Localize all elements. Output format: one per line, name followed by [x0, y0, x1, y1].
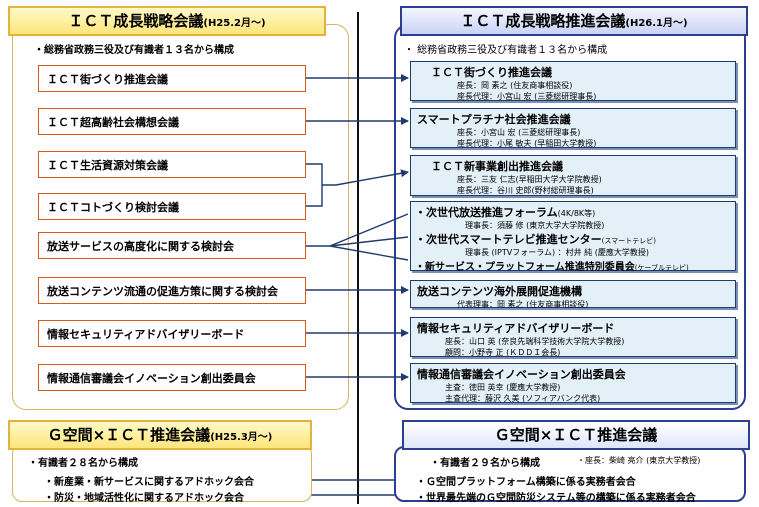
left-header: ＩＣＴ成長戦略会議(H25.2月〜) — [8, 6, 326, 36]
right-forum-cable-suffix: (ケーブルテレビ) — [634, 264, 689, 272]
right-item-security-title: 情報セキュリティアドバイザリーボード — [417, 322, 615, 335]
right-forum-cable-title: ・新サービス・プラットフォーム推進特別委員会 — [415, 262, 635, 273]
right-item-shinjigyo-line2: 座長代理：谷川 史郎(野村総研理事長) — [457, 186, 594, 195]
right-item-security: 情報セキュリティアドバイザリーボード 座長：山口 英 (奈良先端科学技術大学院大… — [410, 317, 736, 357]
bottom-right-chair: ・座長：柴崎 亮介 (東京大学教授) — [577, 456, 701, 465]
bottom-left-header: Ｇ空間×ＩＣＴ推進会議(H25.3月〜) — [8, 420, 312, 450]
left-item-security: 情報セキュリティアドバイザリーボード — [38, 320, 306, 347]
bottom-left-bullet-1: ・新産業・新サービスに関するアドホック会合 — [44, 477, 254, 488]
bottom-right-note: ・有識者２９名から構成 — [430, 458, 540, 469]
right-item-innovation-title: 情報通信審議会イノベーション創出委員会 — [417, 368, 626, 381]
right-forum-smarttv-chair: 理事長 (IPTVフォーラム) ：村井 純 (慶應大学教授) — [465, 248, 649, 257]
right-item-security-line1: 座長：山口 英 (奈良先端科学技術大学院大学教授) — [445, 337, 625, 346]
right-header: ＩＣＴ成長戦略推進会議(H26.1月〜) — [400, 6, 748, 36]
bottom-right-bullet-1: ・Ｇ空間プラットフォーム構築に係る実務者会合 — [416, 477, 636, 488]
right-item-shinjigyo-line1: 座長：三友 仁志(早稲田大学大学院教授) — [457, 175, 602, 184]
right-header-title: ＩＣＴ成長戦略推進会議 — [460, 12, 626, 30]
left-item-broadcast: 放送サービスの高度化に関する検討会 — [38, 232, 306, 259]
right-item-machi-line1: 座長：岡 素之 (住友商事相談役) — [457, 81, 573, 90]
right-item-kaigai-line1: 代表理事：岡 素之 (住友商事相談役) — [457, 300, 589, 309]
right-item-innovation-line2: 主査代理：藤沢 久美 (ソフィアバンク代表) — [445, 394, 601, 403]
left-item-seikatsu: ＩＣＴ生活資源対策会議 — [38, 151, 306, 178]
right-item-broadcast-group: ・次世代放送推進フォーラム(4K/8K等) 理事長：須藤 修 (東京大学大学院教… — [410, 201, 736, 273]
right-forum-smarttv: ・次世代スマートテレビ推進センター(スマートテレビ) — [415, 231, 731, 247]
left-header-note: ・総務省政務三役及び有識者１３名から構成 — [34, 45, 234, 56]
left-item-kotozukuri: ＩＣＴコトづくり検討会議 — [38, 193, 306, 220]
right-item-platinum-line1: 座長：小宮山 宏 (三菱総研理事長) — [457, 128, 581, 137]
left-header-date: (H25.2月〜) — [203, 18, 266, 29]
right-item-shinjigyo-title: ＩＣＴ新事業創出推進会議 — [431, 160, 563, 173]
bottom-right-bullet-2: ・世界最先端のＧ空間防災システム等の構築に係る実務者会合 — [416, 493, 696, 504]
right-item-platinum-title: スマートプラチナ社会推進会議 — [417, 113, 571, 126]
right-header-date: (H26.1月〜) — [625, 18, 688, 29]
right-item-security-line2: 顧問：小野寺 正 (ＫＤＤＩ会長) — [445, 348, 561, 357]
left-item-innovation: 情報通信審議会イノベーション創出委員会 — [38, 364, 306, 391]
right-forum-4k8k: ・次世代放送推進フォーラム(4K/8K等) — [415, 204, 731, 220]
right-item-shinjigyo: ＩＣＴ新事業創出推進会議 座長：三友 仁志(早稲田大学大学院教授) 座長代理：谷… — [410, 155, 736, 196]
right-item-platinum-line2: 座長代理：小尾 敏夫 (早稲田大学教授) — [457, 139, 597, 148]
right-item-kaigai-title: 放送コンテンツ海外展開促進機構 — [417, 285, 582, 298]
left-item-machi: ＩＣＴ街づくり推進会議 — [38, 65, 306, 92]
right-item-machi-title: ＩＣＴ街づくり推進会議 — [431, 66, 552, 79]
right-forum-4k8k-chair: 理事長：須藤 修 (東京大学大学院教授) — [465, 221, 605, 230]
bottom-right-header: Ｇ空間×ＩＣＴ推進会議 — [402, 420, 750, 450]
right-forum-smarttv-suffix: (スマートテレビ) — [601, 237, 656, 245]
right-item-machi: ＩＣＴ街づくり推進会議 座長：岡 素之 (住友商事相談役) 座長代理：小宮山 宏… — [410, 61, 736, 101]
bottom-left-date: (H25.3月〜) — [210, 432, 273, 443]
right-header-note: ・ 総務省政務三役及び有識者１３名から構成 — [404, 45, 608, 56]
bottom-left-title: Ｇ空間×ＩＣＴ推進会議 — [47, 426, 211, 444]
right-item-innovation-line1: 主査：徳田 英幸 (慶應大学教授) — [445, 383, 561, 392]
left-header-title: ＩＣＴ成長戦略会議 — [68, 12, 204, 30]
right-item-platinum: スマートプラチナ社会推進会議 座長：小宮山 宏 (三菱総研理事長) 座長代理：小… — [410, 108, 736, 148]
right-forum-smarttv-title: ・次世代スマートテレビ推進センター — [415, 233, 602, 246]
center-divider — [357, 12, 359, 504]
right-item-kaigai: 放送コンテンツ海外展開促進機構 代表理事：岡 素之 (住友商事相談役) — [410, 280, 736, 309]
left-item-contents: 放送コンテンツ流通の促進方策に関する検討会 — [38, 277, 306, 304]
right-forum-4k8k-title: ・次世代放送推進フォーラム — [415, 206, 558, 219]
right-item-machi-line2: 座長代理：小宮山 宏 (三菱総研理事長) — [457, 92, 597, 101]
right-forum-4k8k-suffix: (4K/8K等) — [557, 209, 596, 218]
right-item-innovation: 情報通信審議会イノベーション創出委員会 主査：徳田 英幸 (慶應大学教授) 主査… — [410, 363, 736, 403]
bottom-left-bullet-2: ・防災・地域活性化に関するアドホック会合 — [44, 493, 244, 504]
bottom-right-title: Ｇ空間×ＩＣＴ推進会議 — [494, 426, 658, 444]
right-forum-cable: ・新サービス・プラットフォーム推進特別委員会(ケーブルテレビ) — [415, 258, 731, 273]
bottom-left-note: ・有識者２８名から構成 — [28, 458, 138, 469]
left-item-kourei: ＩＣＴ超高齢社会構想会議 — [38, 108, 306, 135]
